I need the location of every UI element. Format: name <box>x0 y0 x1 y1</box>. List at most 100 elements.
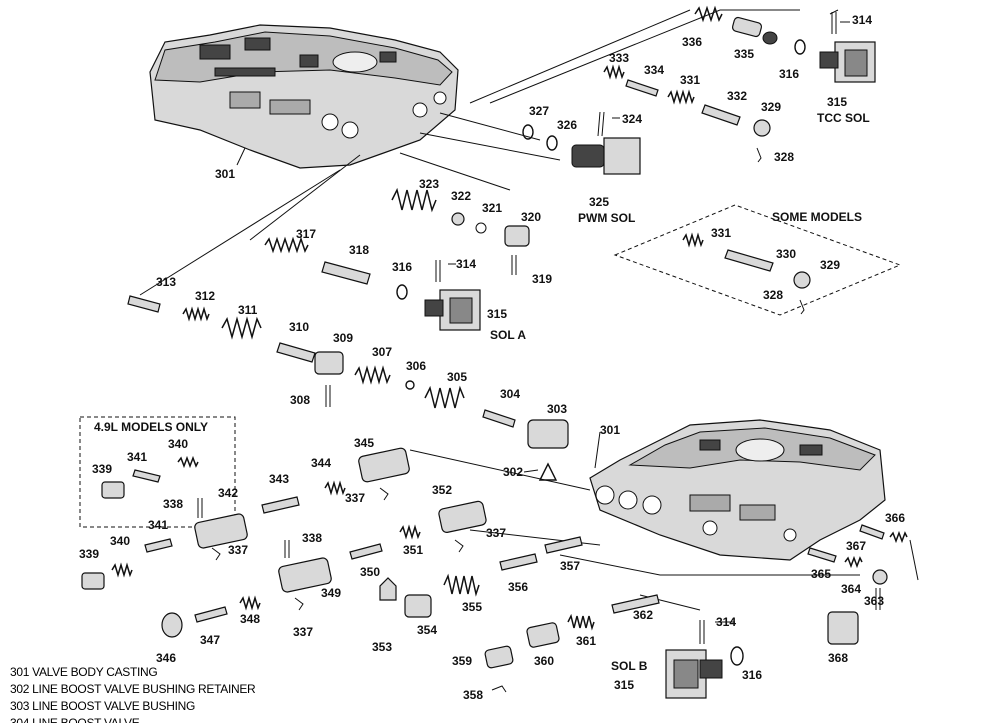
clip-337b <box>379 487 389 501</box>
spring-317 <box>264 236 309 254</box>
label-338b: 338 <box>302 531 322 545</box>
spring-366 <box>889 530 908 544</box>
label-315c: 315 <box>614 678 634 692</box>
spring-355 <box>443 573 480 597</box>
label-363: 363 <box>864 594 884 608</box>
plug-339a <box>101 481 125 499</box>
label-350: 350 <box>360 565 380 579</box>
spring-361 <box>567 613 595 631</box>
label-301b: 301 <box>600 423 620 437</box>
plug-354 <box>404 594 432 618</box>
plunger-320 <box>504 225 530 247</box>
legend-item: 301 VALVE BODY CASTING <box>10 665 158 679</box>
caption-tcc-sol: TCC SOL <box>817 111 870 125</box>
label-353: 353 <box>372 640 392 654</box>
sleeve-349 <box>278 557 332 593</box>
label-328a: 328 <box>774 150 794 164</box>
clip-324 <box>597 111 605 137</box>
oring-316-bottom <box>730 646 744 666</box>
plug-346 <box>161 612 183 638</box>
spring-351 <box>399 524 421 540</box>
parts-legend: 301 VALVE BODY CASTING 302 LINE BOOST VA… <box>10 664 310 723</box>
sleeve-352 <box>438 500 487 533</box>
valve-341a <box>132 469 161 483</box>
oring-327 <box>522 124 534 140</box>
valve-357 <box>544 536 583 554</box>
valve-304 <box>482 409 516 428</box>
label-314c: 314 <box>716 615 736 629</box>
seat-322 <box>451 212 465 226</box>
label-343: 343 <box>269 472 289 486</box>
plug-365 <box>872 569 888 585</box>
oring-316-top <box>794 39 806 55</box>
label-335: 335 <box>734 47 754 61</box>
legend-item: 303 LINE BOOST VALVE BUSHING <box>10 699 196 713</box>
valve-body-casting-lower <box>589 419 886 561</box>
label-331b: 331 <box>711 226 731 240</box>
spring-331a <box>667 89 695 105</box>
label-314a: 314 <box>852 13 872 27</box>
label-315b: 315 <box>487 307 507 321</box>
label-329a: 329 <box>761 100 781 114</box>
legend-item: 304 LINE BOOST VALVE <box>10 716 140 723</box>
label-354: 354 <box>417 623 437 637</box>
caption-sol-b: SOL B <box>611 659 648 673</box>
label-352: 352 <box>432 483 452 497</box>
label-339b: 339 <box>79 547 99 561</box>
valve-335 <box>731 16 763 38</box>
spring-364 <box>844 555 863 569</box>
label-337d: 337 <box>486 526 506 540</box>
label-325: 325 <box>589 195 609 209</box>
plug-335 <box>762 31 778 45</box>
caption-sol-a: SOL A <box>490 328 526 342</box>
pin-363b <box>909 539 919 581</box>
valve-356 <box>499 553 538 571</box>
label-317: 317 <box>296 227 316 241</box>
spring-333 <box>603 64 625 80</box>
ball-321 <box>475 222 487 234</box>
label-320: 320 <box>521 210 541 224</box>
label-348: 348 <box>240 612 260 626</box>
label-355: 355 <box>462 600 482 614</box>
spring-307 <box>354 365 391 385</box>
sol-a-solenoid <box>424 289 481 331</box>
spring-344 <box>324 480 346 496</box>
label-313: 313 <box>156 275 176 289</box>
label-351: 351 <box>403 543 423 557</box>
clip-338b <box>284 540 290 558</box>
label-356: 356 <box>508 580 528 594</box>
label-359: 359 <box>452 654 472 668</box>
label-337b: 337 <box>345 491 365 505</box>
label-329b: 329 <box>820 258 840 272</box>
valve-347 <box>194 606 228 623</box>
valve-334 <box>625 79 659 97</box>
label-319: 319 <box>532 272 552 286</box>
label-334: 334 <box>644 63 664 77</box>
spring-340b <box>111 562 133 578</box>
caption-some-models: SOME MODELS <box>772 210 862 224</box>
label-328b: 328 <box>763 288 783 302</box>
label-323: 323 <box>419 177 439 191</box>
sol-b-solenoid <box>665 649 723 699</box>
valve-341b <box>144 538 173 553</box>
valve-367 <box>807 547 837 563</box>
label-341b: 341 <box>148 518 168 532</box>
label-364: 364 <box>841 582 861 596</box>
label-365: 365 <box>811 567 831 581</box>
label-301a: 301 <box>215 167 235 181</box>
valve-332 <box>701 104 741 126</box>
sleeve-309 <box>314 351 344 375</box>
label-347: 347 <box>200 633 220 647</box>
label-367: 367 <box>846 539 866 553</box>
valve-body-casting-upper <box>149 24 459 169</box>
clip-337d <box>454 539 464 553</box>
tcc-solenoid <box>819 41 876 83</box>
clip-328-top <box>756 147 762 163</box>
label-314b: 314 <box>456 257 476 271</box>
label-340b: 340 <box>110 534 130 548</box>
parts <box>81 9 919 699</box>
pin-319 <box>511 255 517 275</box>
clip-306 <box>405 380 415 390</box>
label-316c: 316 <box>742 668 762 682</box>
pin-308 <box>325 385 331 407</box>
